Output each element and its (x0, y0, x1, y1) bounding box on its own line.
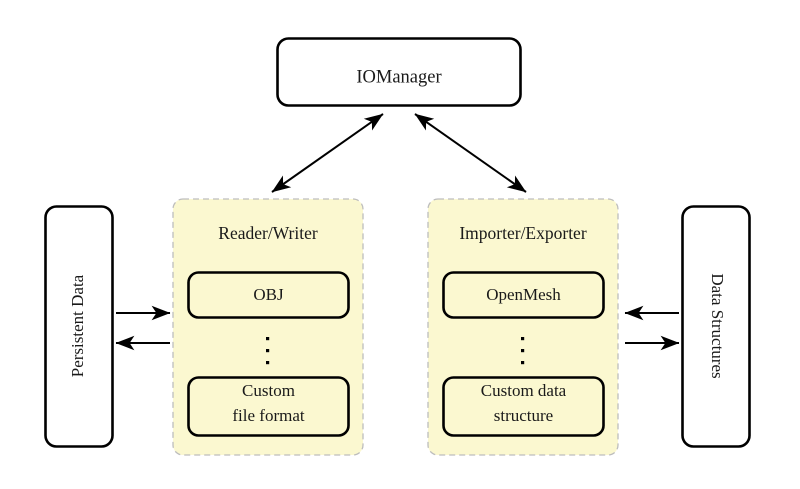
custom-data-structure-box-label-line2: structure (494, 406, 553, 425)
obj-box-shape (187, 271, 350, 319)
custom-file-format-box[interactable]: Custom file format (187, 376, 350, 437)
openmesh-box[interactable]: OpenMesh (442, 271, 605, 319)
persistent-data-box-label: Persistent Data (68, 274, 87, 377)
openmesh-box-label: OpenMesh (486, 285, 561, 304)
reader-writer-ellipsis-icon (266, 337, 270, 365)
reader-writer-panel[interactable]: Reader/Writer OBJ Custom file format (172, 198, 364, 456)
importer-exporter-panel[interactable]: Importer/Exporter OpenMesh Custom data s… (427, 198, 619, 456)
openmesh-box-shape (442, 271, 605, 319)
iomanager-box[interactable]: IOManager (276, 37, 522, 107)
reader-writer-panel-label: Reader/Writer (218, 223, 318, 243)
custom-file-format-box-label-line1: Custom (242, 381, 295, 400)
custom-file-format-box-label-line2: file format (232, 406, 304, 425)
persistent-data-box-shape (44, 205, 114, 448)
obj-box-label: OBJ (253, 285, 284, 304)
iomanager-box-shape (276, 37, 522, 107)
iomanager-label: IOManager (356, 67, 441, 87)
persistent-data-box[interactable]: Persistent Data (44, 205, 114, 448)
data-structures-box-label: Data Structures (708, 273, 727, 378)
data-structures-box-shape (681, 205, 751, 448)
obj-box[interactable]: OBJ (187, 271, 350, 319)
importer-exporter-ellipsis-icon (521, 337, 525, 365)
iomanager-to-reader-writer-arrow (271, 113, 384, 193)
custom-data-structure-box[interactable]: Custom data structure (442, 376, 605, 437)
custom-data-structure-box-label-line1: Custom data (481, 381, 567, 400)
iomanager-to-importer-exporter-arrow (414, 113, 527, 193)
custom-data-structure-box-shape (442, 376, 605, 437)
importer-exporter-panel-label: Importer/Exporter (459, 223, 586, 243)
data-structures-box[interactable]: Data Structures (681, 205, 751, 448)
custom-file-format-box-shape (187, 376, 350, 437)
